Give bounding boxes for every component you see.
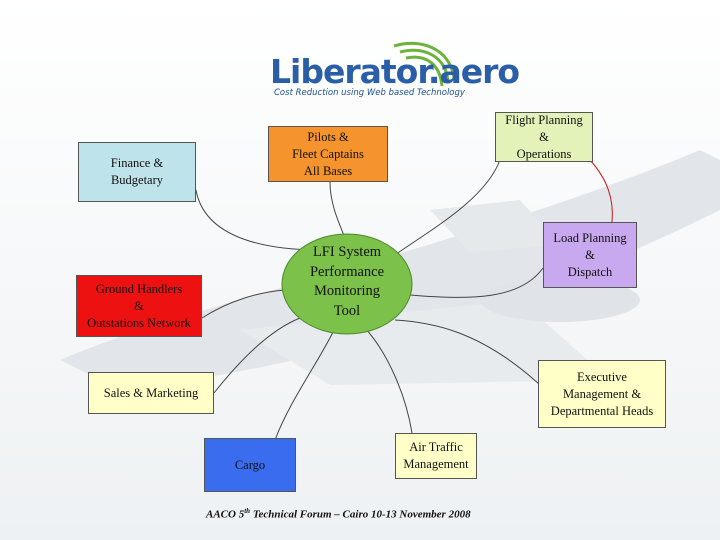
node-executive: Executive Management & Departmental Head… — [538, 360, 666, 428]
node-ground-handlers: Ground Handlers & Outstations Network — [76, 275, 202, 337]
node-load-planning: Load Planning & Dispatch — [543, 222, 637, 288]
link-cargo — [274, 327, 336, 441]
link-flight-planning — [394, 159, 501, 256]
link-ground-handlers — [201, 289, 286, 319]
node-cargo: Cargo — [204, 438, 296, 492]
node-air-traffic: Air Traffic Management — [395, 433, 477, 479]
footer-suffix: Technical Forum – Cairo 10-13 November 2… — [250, 508, 471, 521]
link-executive — [394, 319, 541, 386]
link-load-planning — [409, 267, 544, 298]
logo-wordmark: Liberator.aero — [270, 52, 520, 91]
logo-swoosh-icon — [393, 41, 456, 87]
node-pilots: Pilots & Fleet Captains All Bases — [268, 126, 388, 182]
logo: Liberator.aero Cost Reduction using Web … — [268, 38, 520, 102]
node-sales: Sales & Marketing — [88, 372, 214, 414]
link-sales — [213, 317, 301, 394]
link-air-traffic — [364, 327, 413, 434]
logo-tagline: Cost Reduction using Web based Technolog… — [274, 88, 465, 98]
footer-prefix: AACO 5 — [206, 508, 245, 521]
node-flight-planning: Flight Planning & Operations — [495, 112, 593, 162]
footer-superscript: th — [244, 507, 251, 515]
node-finance: Finance & Budgetary — [78, 142, 196, 202]
hub-label: LFI System Performance Monitoring Tool — [309, 244, 385, 319]
footer-caption: AACO 5th Technical Forum – Cairo 10-13 N… — [206, 507, 526, 521]
link-flight-to-load — [589, 159, 613, 223]
